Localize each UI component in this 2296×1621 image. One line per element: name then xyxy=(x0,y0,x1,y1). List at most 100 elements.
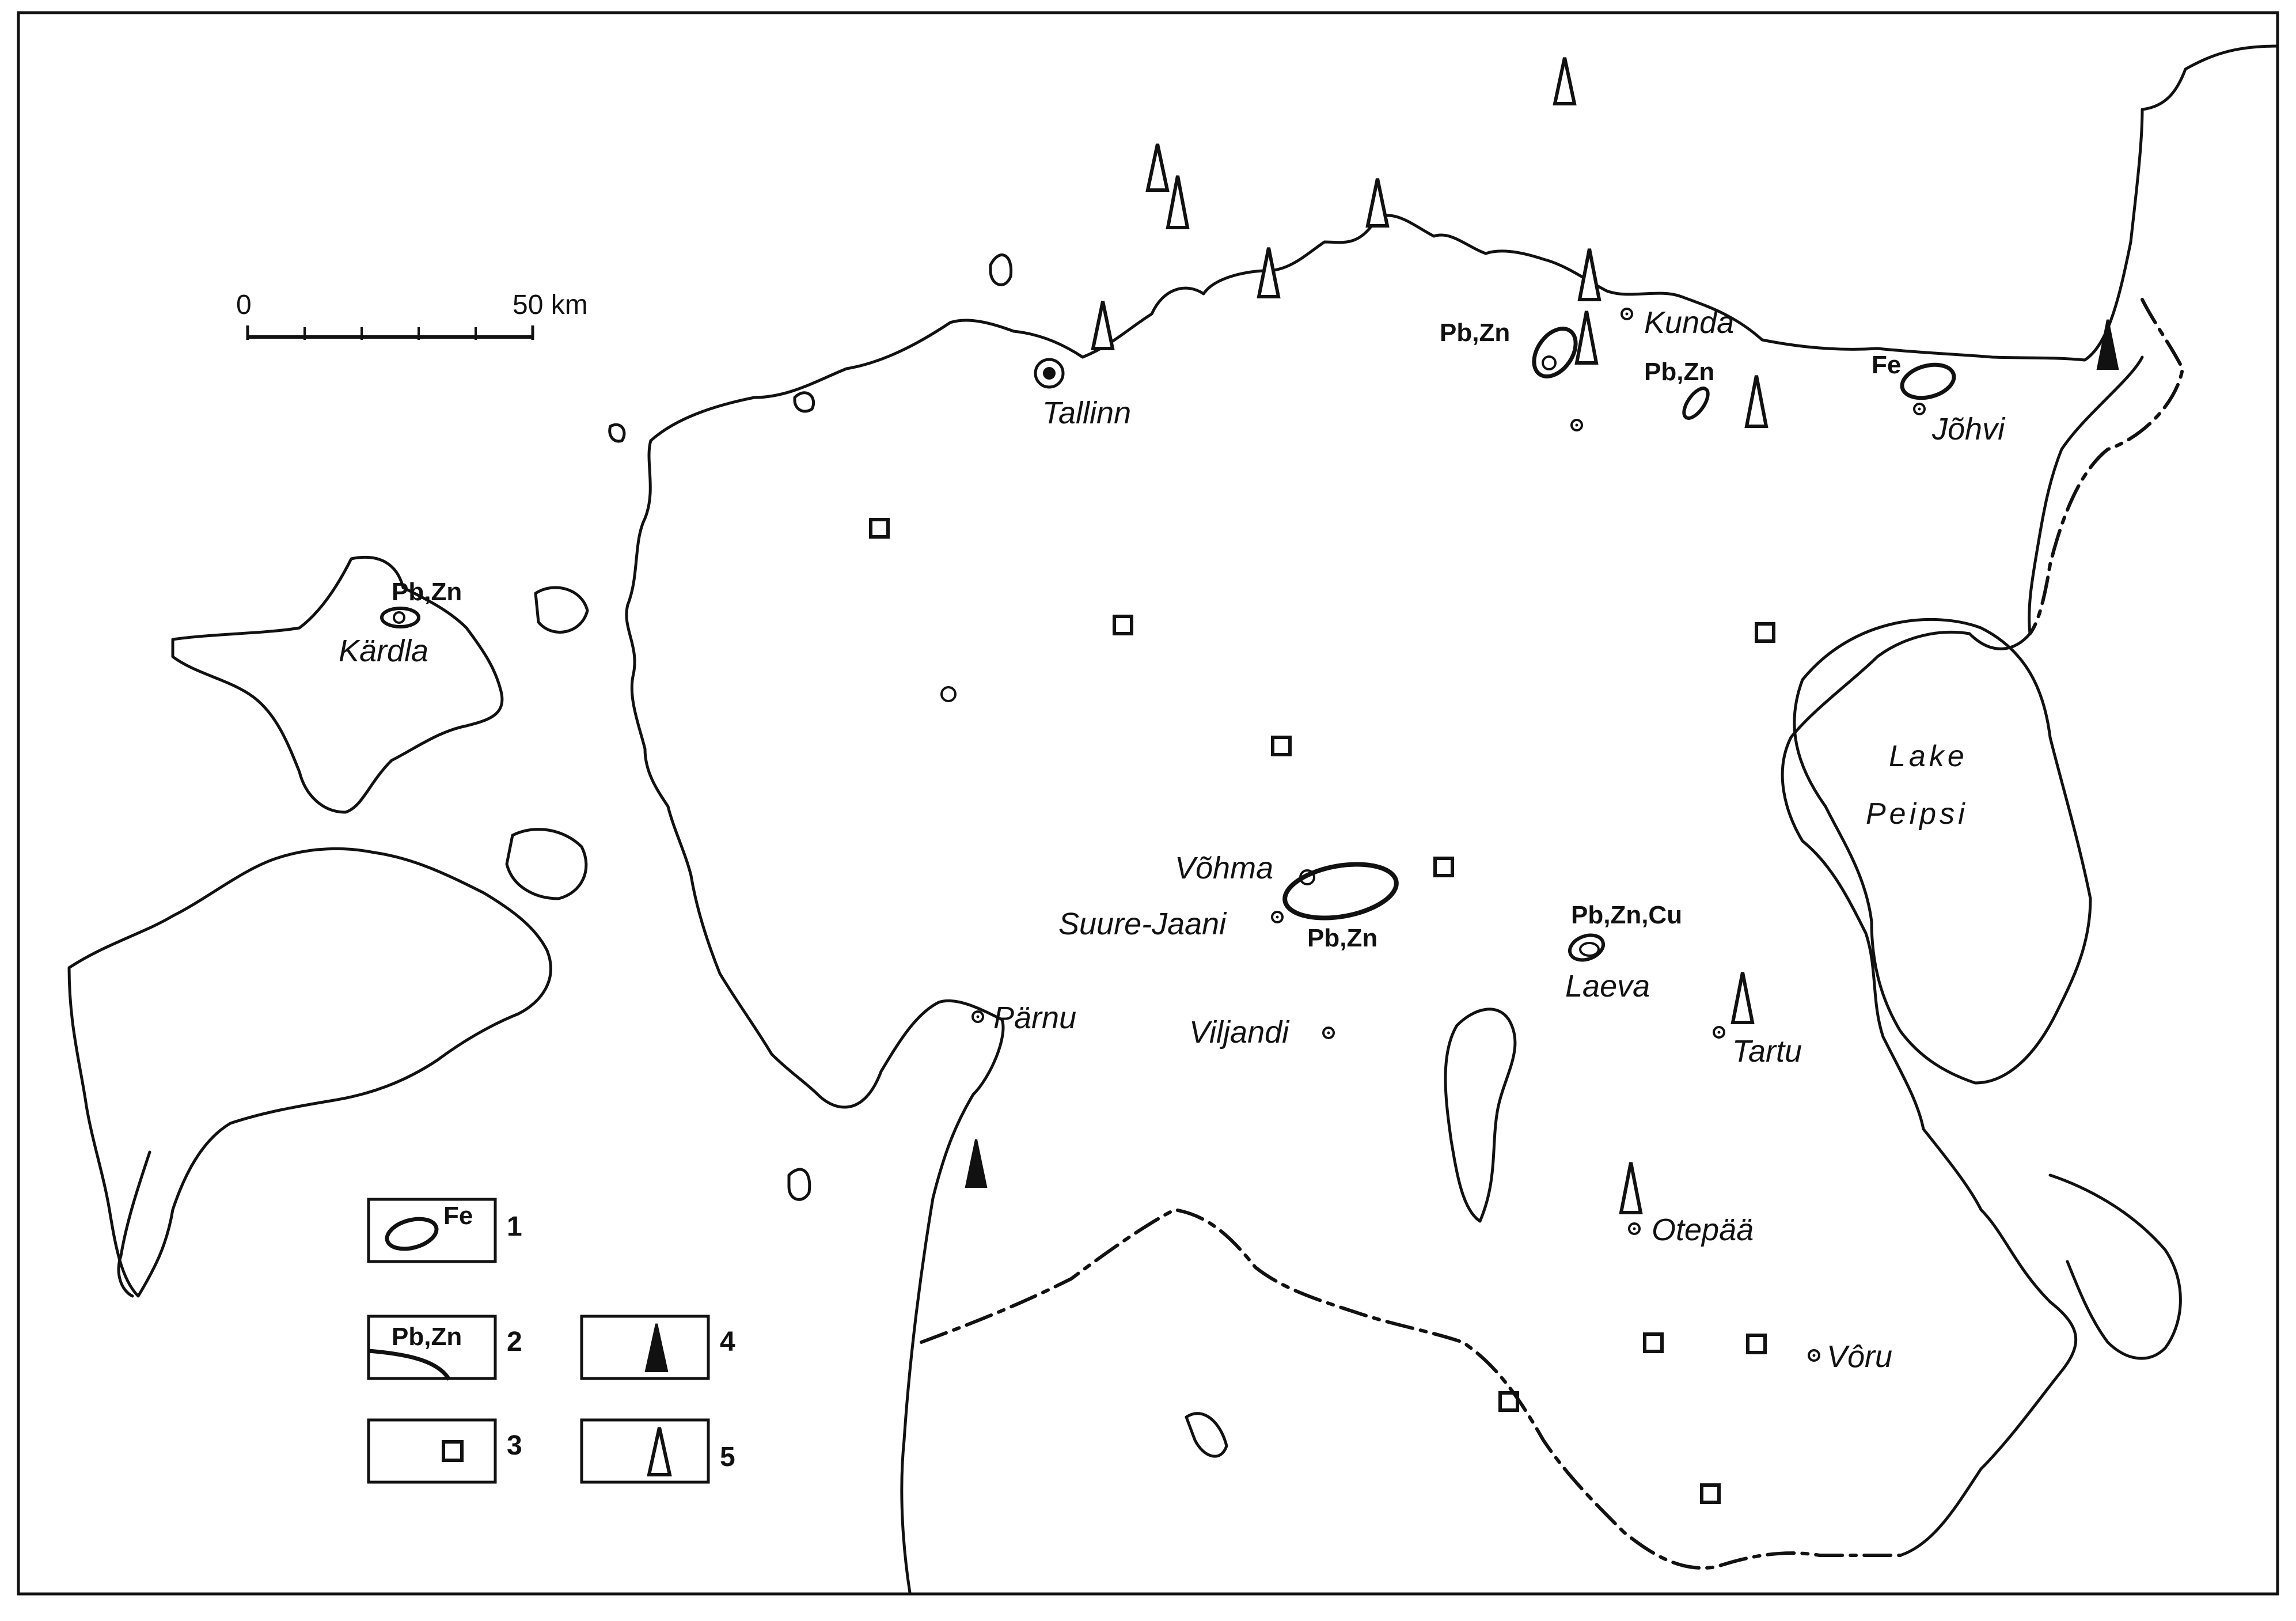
deposit-kunda-east-label: Pb,Zn xyxy=(1644,358,1714,386)
filled-triangle-symbols xyxy=(965,319,2119,1188)
viljandi-marker xyxy=(1322,1027,1335,1039)
parnu-label: Pärnu xyxy=(993,1001,1076,1035)
square-symbol xyxy=(869,518,890,539)
kardla-marker xyxy=(393,611,405,624)
deposit-kunda-east-outline xyxy=(1682,387,1710,420)
scale-end-label: 50 km xyxy=(513,290,588,320)
parnu-marker-dot xyxy=(976,1015,980,1018)
island-north-2 xyxy=(793,391,815,413)
open-triangle-symbol xyxy=(1730,972,1755,1024)
legend-fe-symbol xyxy=(385,1217,439,1251)
lake-peipsi-label-line2: Peipsi xyxy=(1866,797,1968,831)
tallinn-marker-dot xyxy=(1043,367,1056,380)
deposit-kunda-west-outline xyxy=(1532,327,1578,378)
filled-triangle-symbol xyxy=(2096,319,2119,370)
saaremaa-island xyxy=(67,847,552,1298)
legend-box-5 xyxy=(580,1418,710,1484)
eastern-border xyxy=(2028,298,2185,635)
tallinn-label: Tallinn xyxy=(1042,396,1131,430)
open-triangle-symbol xyxy=(1166,175,1190,229)
muhu-island xyxy=(505,828,588,900)
open-triangle-symbol xyxy=(1091,301,1115,350)
deposit-outlines xyxy=(380,327,1956,962)
kunda-marker-dot xyxy=(1625,312,1629,316)
viljandi-label: Viljandi xyxy=(1189,1015,1290,1050)
legend-number-1: 1 xyxy=(507,1211,522,1242)
deposit-laeva-inner xyxy=(1579,942,1600,957)
open-triangle-symbol xyxy=(1577,248,1601,301)
deposit-laeva-label: Pb,Zn,Cu xyxy=(1571,901,1682,929)
open-triangle-symbol xyxy=(1145,143,1170,192)
open-triangle-symbol xyxy=(1257,247,1281,298)
open-triangle-symbol xyxy=(1553,57,1577,105)
legend-box-3 xyxy=(367,1418,497,1484)
legend-pbzn-symbol xyxy=(368,1349,451,1381)
otepaa-marker-dot xyxy=(1633,1227,1636,1230)
vohma-label: Võhma xyxy=(1175,851,1273,885)
legend-box-2 xyxy=(367,1315,497,1380)
mainland-coastline xyxy=(649,44,2279,442)
suure-jaani-marker-dot xyxy=(1276,915,1279,919)
open-triangle-symbols xyxy=(1091,57,1769,1214)
square-symbol xyxy=(1271,736,1292,756)
square-symbol xyxy=(1746,1334,1767,1354)
legend-filled-triangle-symbol xyxy=(644,1323,669,1372)
open-triangle-symbol xyxy=(1744,375,1769,428)
lake-vortsjarv xyxy=(1444,1008,1517,1223)
suure-jaani-label: Suure-Jaani xyxy=(1058,907,1227,941)
tallinn-marker xyxy=(1034,358,1065,389)
island-ruhnu xyxy=(1185,1412,1228,1458)
lake-peipsi xyxy=(1793,618,2092,1085)
legend-number-4: 4 xyxy=(720,1327,735,1357)
filled-triangle-symbol xyxy=(965,1139,988,1188)
open-triangle-symbol xyxy=(1365,178,1390,228)
deposit-kunda-west-inner xyxy=(1542,355,1557,370)
deposit-johvi-outline xyxy=(1900,362,1956,400)
scale-start-label: 0 xyxy=(236,290,252,320)
island-north-1 xyxy=(989,253,1013,286)
suure-jaani-marker xyxy=(1271,911,1284,923)
square-symbol xyxy=(1643,1332,1664,1353)
johvi-marker xyxy=(1913,403,1926,415)
island-west-1 xyxy=(608,423,626,443)
legend-fe-label: Fe xyxy=(443,1202,473,1230)
kunda-marker xyxy=(1621,308,1633,320)
kardla-label: Kärdla xyxy=(339,634,428,668)
legend-open-triangle-symbol xyxy=(647,1427,672,1476)
parnu-marker xyxy=(971,1010,984,1023)
johvi-label: Jõhvi xyxy=(1931,412,2006,446)
town-markers xyxy=(393,308,1926,1362)
legend: Fe 1 Pb,Zn 2 3 4 5 xyxy=(367,1198,735,1484)
kunda-label: Kunda xyxy=(1644,305,1734,340)
deposit-vohma-label: Pb,Zn xyxy=(1307,924,1377,952)
open-triangle-symbol xyxy=(1574,310,1599,365)
square-symbol xyxy=(1113,615,1133,635)
lake-peipsi-label-line1: Lake xyxy=(1889,740,1968,773)
legend-number-3: 3 xyxy=(507,1430,522,1461)
sorve-peninsula xyxy=(117,1150,151,1298)
voru-label: Vôru xyxy=(1827,1339,1892,1374)
deposit-laeva-outline xyxy=(1568,933,1606,962)
deposit-kunda-west-label: Pb,Zn xyxy=(1440,319,1510,347)
scale-bar: 0 50 km xyxy=(236,290,588,340)
square-symbol xyxy=(1498,1391,1519,1412)
town-marker-unnamed-1 xyxy=(1570,419,1583,431)
tartu-label: Tartu xyxy=(1732,1034,1802,1069)
legend-pbzn-label: Pb,Zn xyxy=(392,1323,462,1351)
voru-marker xyxy=(1808,1349,1820,1362)
island-vormsi xyxy=(534,586,589,634)
town-marker-unnamed-2 xyxy=(940,686,957,702)
open-triangle-symbol xyxy=(1619,1162,1643,1214)
deposit-kardla-label: Pb,Zn xyxy=(392,578,462,606)
laeva-label: Laeva xyxy=(1565,969,1650,1003)
tartu-marker xyxy=(1713,1026,1725,1039)
johvi-marker-dot xyxy=(1918,407,1921,411)
western-coastline xyxy=(625,439,1005,1595)
legend-box-1 xyxy=(367,1198,497,1263)
legend-number-2: 2 xyxy=(507,1327,522,1357)
island-kihnu xyxy=(787,1168,811,1201)
town-marker-unnamed-1-dot xyxy=(1575,423,1578,427)
deposit-johvi-label: Fe xyxy=(1872,351,1901,379)
square-symbols xyxy=(869,518,1775,1504)
